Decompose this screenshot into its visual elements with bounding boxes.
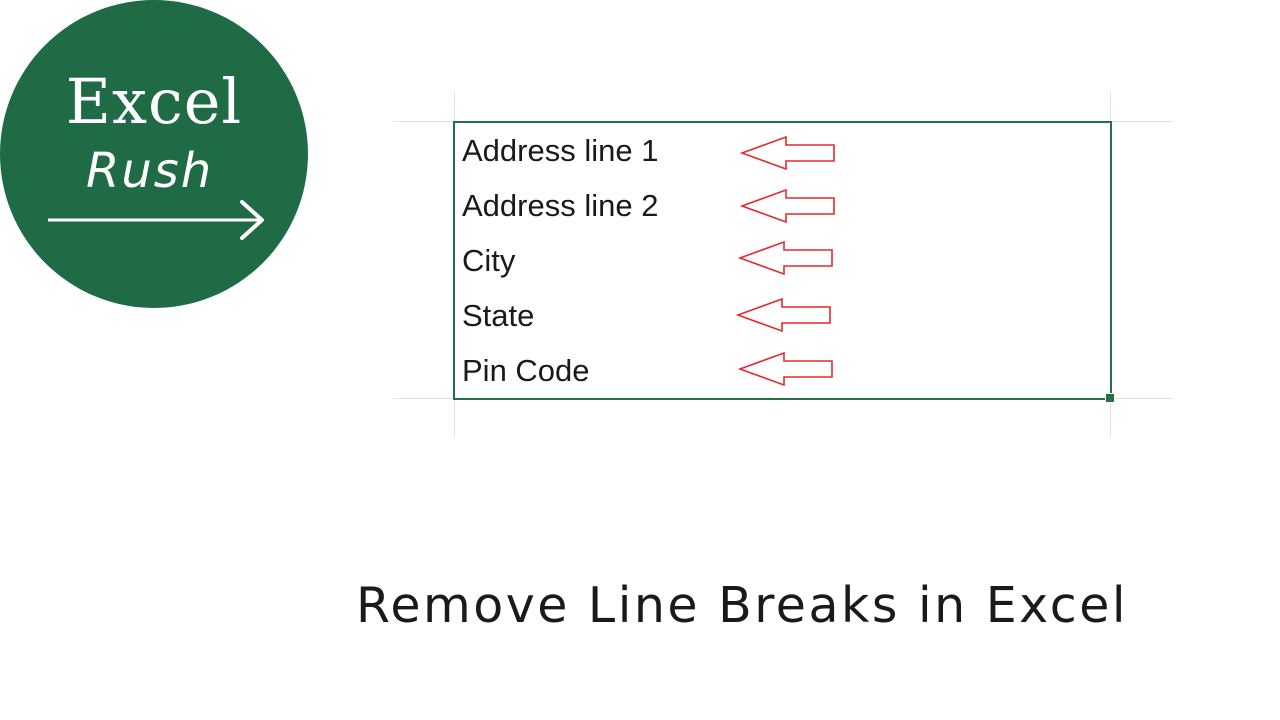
logo-text-excel: Excel <box>65 65 243 138</box>
left-arrow-icon <box>738 240 833 276</box>
left-arrow-icon <box>740 135 835 171</box>
logo-text-rush: Rush <box>86 143 214 199</box>
cell-line-state: State <box>462 298 535 333</box>
excel-rush-logo: Excel Rush <box>0 0 308 308</box>
selected-cell[interactable] <box>453 121 1112 400</box>
video-title: Remove Line Breaks in Excel <box>356 577 1128 634</box>
fill-handle[interactable] <box>1105 393 1115 403</box>
cell-line-pin-code: Pin Code <box>462 353 590 388</box>
logo-arrow-icon <box>48 200 264 240</box>
cell-line-city: City <box>462 243 516 278</box>
left-arrow-icon <box>738 351 833 387</box>
cell-line-address-1: Address line 1 <box>462 133 659 168</box>
left-arrow-icon <box>736 297 831 333</box>
cell-line-address-2: Address line 2 <box>462 188 659 223</box>
left-arrow-icon <box>740 188 835 224</box>
